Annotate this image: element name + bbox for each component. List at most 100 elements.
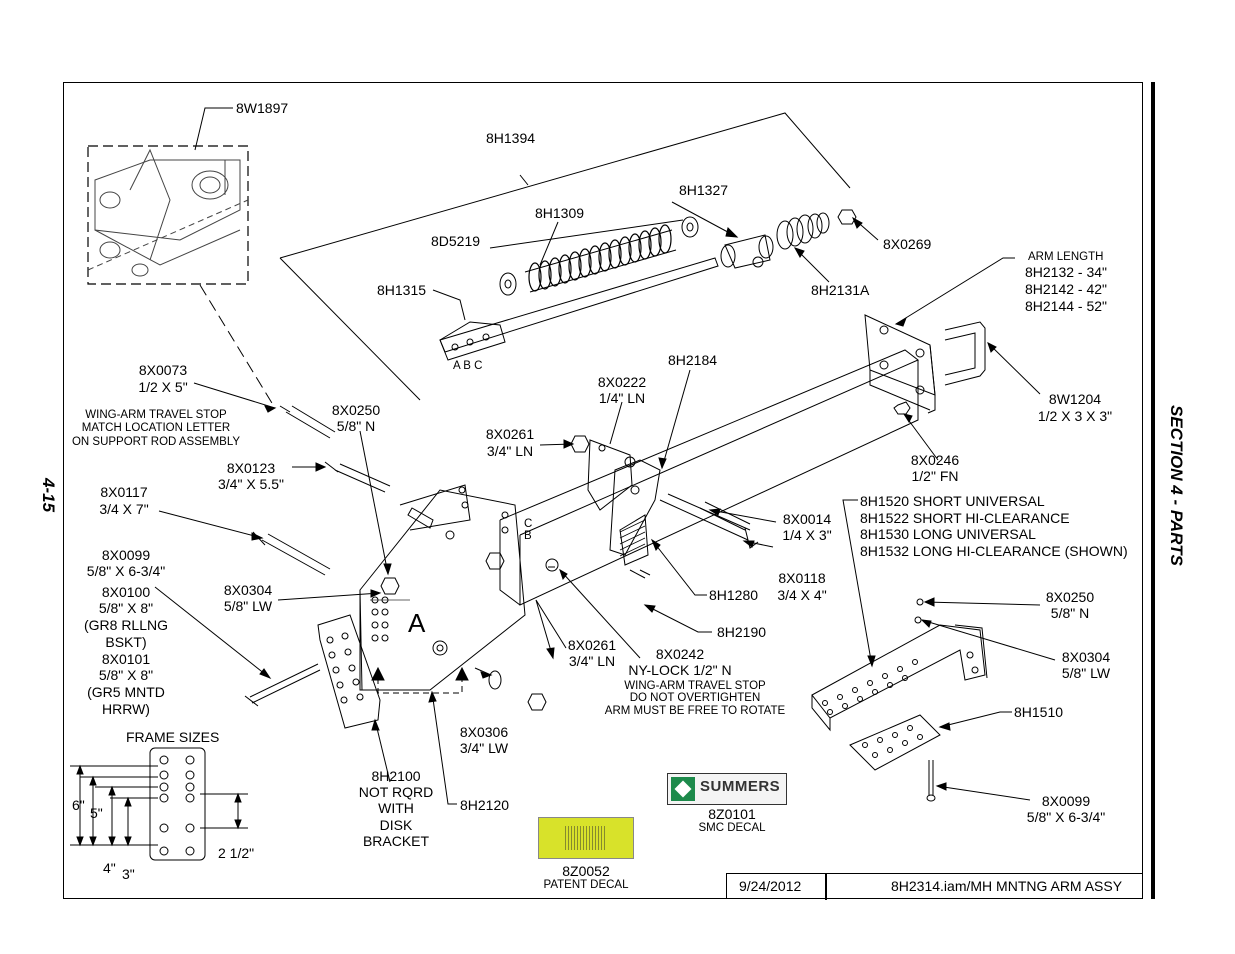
label-8X0118-size: 3/4 X 4" xyxy=(777,587,827,603)
label-arm-length-34: 8H2132 - 34" xyxy=(1025,264,1108,280)
label-8X0101-size: 5/8" X 8" xyxy=(98,667,154,683)
label-rod-letters: A B C xyxy=(453,360,483,372)
spring-8H1309 xyxy=(524,224,677,293)
label-8X0242-size: NY-LOCK 1/2" N xyxy=(628,662,732,678)
label-8X0261-upper: 8X0261 xyxy=(485,426,535,442)
bolt-8X0073 xyxy=(279,405,336,439)
note-overtighten-1: WING-ARM TRAVEL STOP xyxy=(624,680,766,692)
label-8X0261-lower: 8X0261 xyxy=(567,637,617,653)
frame-size-plate xyxy=(70,747,248,861)
label-8X0222: 8X0222 xyxy=(597,374,647,390)
label-8H2100: 8H2100 xyxy=(371,768,421,784)
nut-8X0246 xyxy=(893,401,911,415)
label-8X0250-lower-size: 5/8" N xyxy=(1050,605,1090,621)
label-view-a: A xyxy=(408,608,426,638)
stop-8H1327 xyxy=(720,234,774,269)
leader-lines xyxy=(154,107,1056,805)
label-8X0123: 8X0123 xyxy=(226,460,276,476)
title-block-date: 9/24/2012 xyxy=(739,878,802,894)
label-8X0100: 8X0100 xyxy=(101,584,151,600)
label-8X0117-size: 3/4 X 7" xyxy=(99,501,149,517)
label-8X0304-upper: 8X0304 xyxy=(223,582,273,598)
label-8X0306-size: 3/4" LW xyxy=(459,740,509,756)
label-8X0304-lower-size: 5/8" LW xyxy=(1061,665,1111,681)
label-8H1520: 8H1520 SHORT UNIVERSAL xyxy=(860,493,1045,509)
nut-8X0242 xyxy=(545,558,559,572)
arm-tube xyxy=(499,314,936,606)
hinge-bracket-8H2184 xyxy=(587,439,661,566)
nut-mount xyxy=(485,552,505,570)
label-8H2100-note-2: WITH xyxy=(378,800,414,816)
label-hole-b: B xyxy=(524,530,532,542)
note-overtighten-3: ARM MUST BE FREE TO ROTATE xyxy=(604,705,786,717)
label-frame-sizes: FRAME SIZES xyxy=(126,729,220,745)
detail-inset xyxy=(87,145,249,285)
label-8H1309: 8H1309 xyxy=(535,205,585,221)
label-8W1204: 8W1204 xyxy=(1048,391,1102,407)
label-8X0304-lower: 8X0304 xyxy=(1061,649,1111,665)
nut-8X0222 xyxy=(598,444,606,452)
title-block-drawing: 8H2314.iam/MH MNTNG ARM ASSY xyxy=(891,878,1123,894)
label-8X0222-size: 1/4" LN xyxy=(598,390,646,406)
label-8X0261-lower-size: 3/4" LN xyxy=(568,653,616,669)
section-bar xyxy=(1151,82,1155,899)
label-8H2100-note-1: NOT RQRD xyxy=(358,784,434,800)
label-8X0073-size: 1/2 X 5" xyxy=(138,379,188,395)
washer-8X0306 xyxy=(488,670,502,690)
label-8X0099-lower: 8X0099 xyxy=(1041,793,1091,809)
label-8X0101-note-2: HRRW) xyxy=(102,701,150,717)
label-8X0099-main: 8X0099 xyxy=(101,547,151,563)
label-8X0099-main-size: 5/8" X 6-3/4" xyxy=(86,563,166,579)
label-8X0101: 8X0101 xyxy=(101,651,151,667)
label-8H2131A: 8H2131A xyxy=(811,282,870,298)
label-hole-c: C xyxy=(524,518,533,530)
label-8H1530: 8H1530 LONG UNIVERSAL xyxy=(860,526,1036,542)
label-8X0123-size: 3/4" X 5.5" xyxy=(218,476,284,492)
label-8X0014: 8X0014 xyxy=(782,511,832,527)
label-8X0250-upper: 8X0250 xyxy=(331,402,381,418)
label-8H2100-note-3: DISK xyxy=(379,817,413,833)
dim-6in: 6" xyxy=(72,797,85,813)
label-8H1394: 8H1394 xyxy=(486,130,536,146)
drawing-frame xyxy=(63,82,1143,899)
label-8X0100-note-1: (GR8 RLLNG xyxy=(83,617,169,633)
mounting-bracket-8H2120 xyxy=(359,484,526,691)
spacer-8X0250 xyxy=(407,507,434,529)
label-8Z0052: 8Z0052 xyxy=(562,863,610,879)
dim-3in: 3" xyxy=(122,866,135,882)
label-8H2120: 8H2120 xyxy=(460,797,510,813)
label-8H1522: 8H1522 SHORT HI-CLEARANCE xyxy=(860,510,1070,526)
label-8H1510: 8H1510 xyxy=(1014,704,1064,720)
bolt-8X0123 xyxy=(324,461,391,493)
label-8H1280: 8H1280 xyxy=(709,587,759,603)
label-8W1204-size: 1/2 X 3 X 3" xyxy=(1037,408,1113,424)
label-8H1327: 8H1327 xyxy=(679,182,729,198)
support-rod-8H1315 xyxy=(439,257,719,361)
nut-8X0269 xyxy=(837,209,857,225)
universal-bracket-8H1532 xyxy=(811,624,988,732)
bolt-8X0099-long xyxy=(244,663,321,707)
label-8H1315: 8H1315 xyxy=(377,282,427,298)
label-arm-length-title: ARM LENGTH xyxy=(1028,251,1104,263)
label-8X0304-upper-size: 5/8" LW xyxy=(223,598,273,614)
summers-logo-icon xyxy=(671,777,695,801)
label-8X0306: 8X0306 xyxy=(459,724,509,740)
summers-decal-image: SUMMERS xyxy=(667,773,787,805)
bolt-8X0117 xyxy=(252,531,331,576)
washer-8D5219 xyxy=(499,272,517,296)
bellow-8H2131A xyxy=(776,212,830,250)
note-overtighten-2: DO NOT OVERTIGHTEN xyxy=(629,692,761,704)
dim-5in: 5" xyxy=(90,805,103,821)
label-arm-length-52: 8H2144 - 52" xyxy=(1025,298,1108,314)
dim-2-half-in: 2 1/2" xyxy=(218,845,255,861)
washer-upper xyxy=(681,216,699,238)
note-wing-stop-1: WING-ARM TRAVEL STOP xyxy=(85,409,227,421)
label-8W1897: 8W1897 xyxy=(236,100,289,116)
label-8X0269: 8X0269 xyxy=(883,236,932,252)
patent-decal-image xyxy=(538,817,634,859)
dim-4in: 4" xyxy=(103,860,116,876)
disk-bracket-8H2100 xyxy=(317,614,381,729)
label-8X0118: 8X0118 xyxy=(778,570,826,586)
label-8H1532: 8H1532 LONG HI-CLEARANCE (SHOWN) xyxy=(860,543,1128,559)
